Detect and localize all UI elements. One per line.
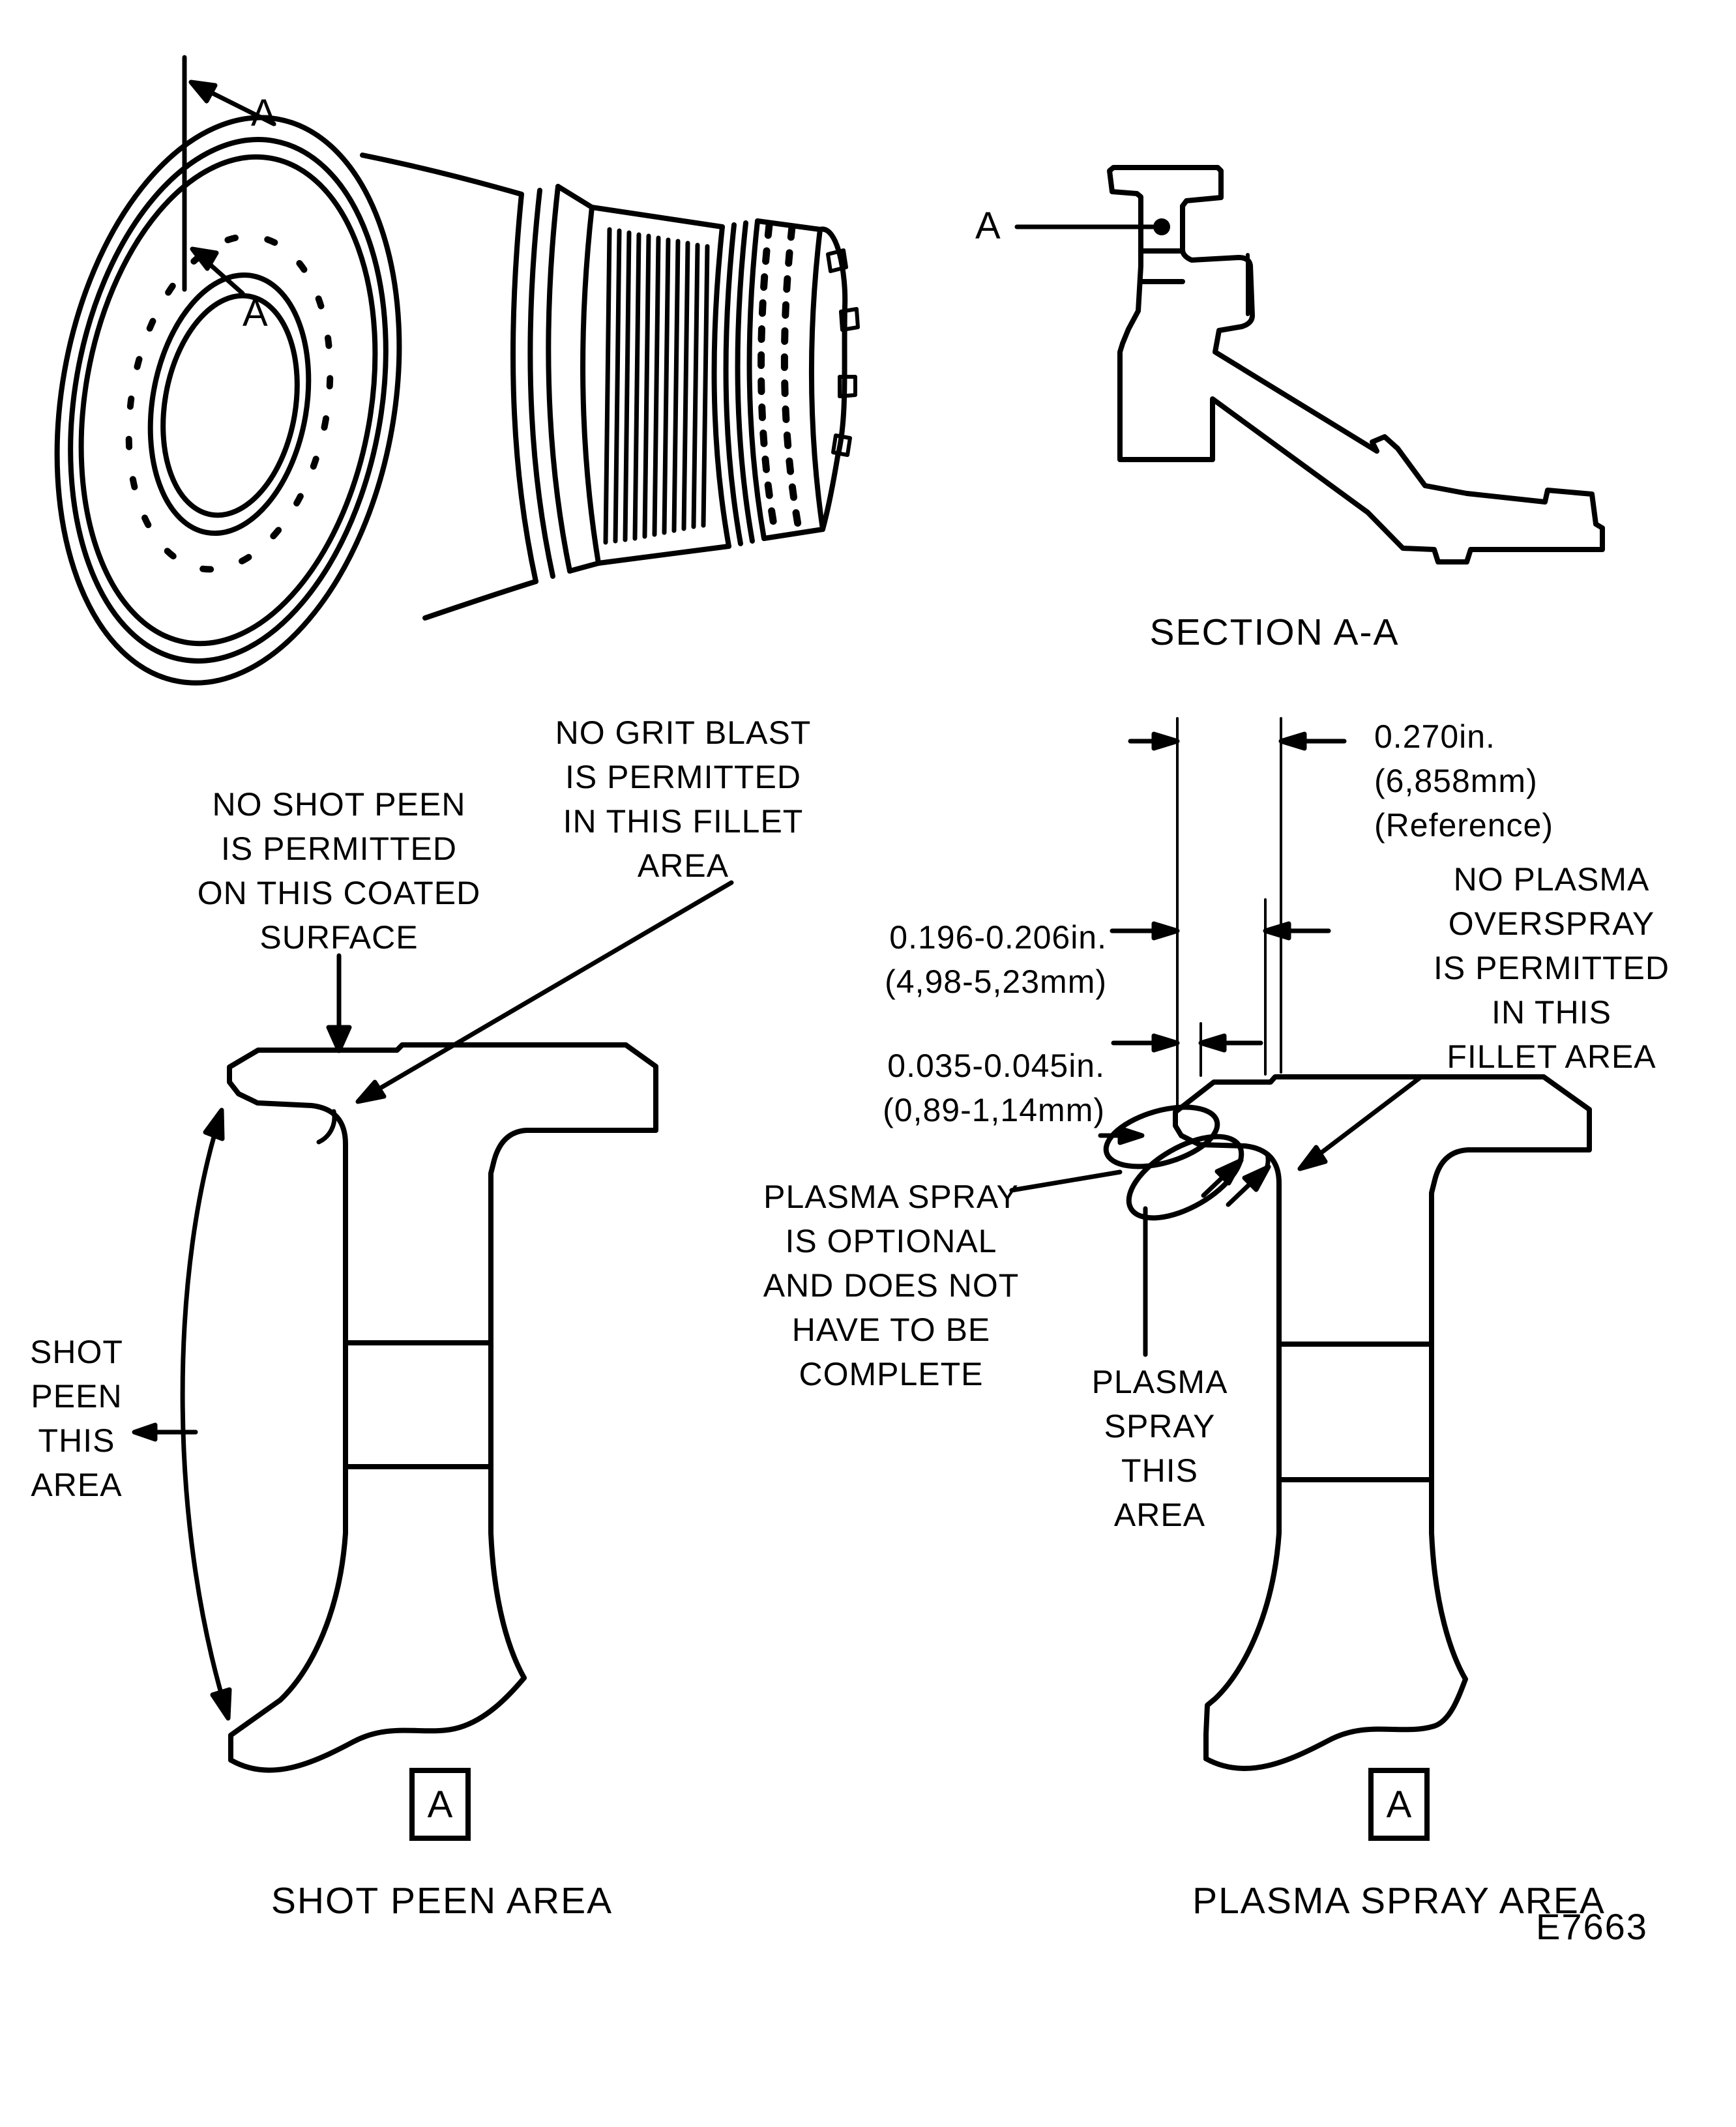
annotation-plasma-spray-this-area: PLASMA SPRAY THIS AREA	[1091, 1364, 1228, 1533]
dim-coating-text: 0.035-0.045in. (0,89-1,14mm)	[883, 1048, 1105, 1128]
spray-arrowhead-icon	[1117, 1126, 1145, 1145]
annotation-no-plasma-overspray: NO PLASMA OVERSPRAY IS PERMITTED IN THIS…	[1433, 861, 1670, 1075]
shot-peen-text-leader	[132, 1422, 198, 1442]
spline-section	[603, 227, 710, 545]
dimension-extension-lines	[1176, 717, 1282, 1109]
dim-overall-text: 0.270in. (6,858mm) (Reference)	[1374, 718, 1553, 843]
toothed-end	[755, 218, 860, 541]
groove-collars	[711, 218, 767, 549]
spray-arrowhead-icon	[1242, 1164, 1271, 1192]
spray-arrowhead-icon	[1214, 1158, 1244, 1186]
annotation-no-grit-blast: NO GRIT BLAST IS PERMITTED IN THIS FILLE…	[555, 714, 812, 884]
caption-plasma-spray-area: PLASMA SPRAY AREA	[1192, 1880, 1606, 1922]
break-line	[228, 1675, 527, 1773]
section-pointer-label: A	[975, 205, 1001, 247]
annotation-no-shot-peen: NO SHOT PEEN IS PERMITTED ON THIS COATED…	[197, 786, 481, 956]
dim-arrowhead-icon	[1151, 921, 1180, 941]
spray-direction-arrows	[1098, 1126, 1271, 1207]
no-grit-blast-arrow	[355, 880, 734, 1104]
datum-letter: A	[1386, 1783, 1412, 1826]
dim-arrowhead-icon	[1151, 731, 1180, 751]
plasma-spray-detail-drawing	[1009, 717, 1592, 1771]
section-arrowhead-bottom-icon	[190, 246, 219, 271]
dim-arrowhead-icon	[1263, 921, 1291, 941]
rim-cross-section	[227, 1042, 658, 1536]
annotation-shot-peen-this-area: SHOT PEEN THIS AREA	[30, 1334, 123, 1503]
caption-shot-peen-area: SHOT PEEN AREA	[271, 1880, 613, 1922]
pointer-dot-icon	[1153, 218, 1170, 235]
optional-text-leader	[1009, 1169, 1123, 1193]
arrowhead-diagonal-icon	[355, 1079, 387, 1104]
datum-symbol-shot-peen: A	[409, 1768, 471, 1841]
section-aa-drawing	[1014, 165, 1605, 565]
section-cut-line	[182, 55, 276, 296]
fillet-mark	[316, 1109, 337, 1145]
dim-arrowhead-icon	[1151, 1033, 1180, 1053]
shot-peen-extent-arc	[180, 1108, 232, 1721]
web-flare-right	[488, 1531, 527, 1680]
plasma-spray-blobs	[1103, 1104, 1244, 1221]
arc-arrowhead-top-icon	[203, 1108, 225, 1141]
no-shot-peen-arrow	[326, 953, 352, 1053]
dim-arrowhead-icon	[1198, 1033, 1227, 1053]
arrowhead-down-icon	[326, 1025, 352, 1053]
iso-section-label-top: A	[251, 92, 277, 134]
section-arrow-top	[201, 86, 276, 126]
bolt-hole-ring	[125, 233, 334, 573]
shaft-body	[360, 153, 731, 621]
dim-arrowhead-icon	[1278, 731, 1307, 751]
flange-disk	[54, 115, 402, 686]
dim-overall-arrows	[1128, 731, 1347, 751]
datum-letter: A	[427, 1783, 453, 1826]
iso-section-label-bottom: A	[243, 292, 269, 334]
section-profile	[1107, 165, 1605, 565]
break-line	[1203, 1677, 1468, 1771]
rim-cross-section	[1173, 1074, 1592, 1536]
web-flare-right	[1429, 1531, 1468, 1682]
arc-arrowhead-bottom-icon	[210, 1687, 232, 1721]
section-arrowhead-top-icon	[188, 80, 218, 104]
datum-symbol-plasma-spray: A	[1368, 1768, 1430, 1841]
web-flare-left	[228, 1531, 348, 1763]
leader-arrowhead-icon	[132, 1422, 158, 1442]
dim-base-arrows	[1110, 921, 1331, 941]
leader-arrowhead-icon	[1297, 1145, 1328, 1171]
section-caption: SECTION A-A	[1149, 611, 1400, 653]
isometric-shaft-drawing	[54, 55, 860, 686]
annotation-plasma-optional: PLASMA SPRAY IS OPTIONAL AND DOES NOT HA…	[763, 1179, 1020, 1392]
dim-coating-arrows	[1111, 1033, 1263, 1053]
dim-base-text: 0.196-0.206in. (4,98-5,23mm)	[885, 919, 1107, 1000]
no-overspray-leader	[1297, 1074, 1424, 1171]
figure-number: E7663	[1536, 1906, 1648, 1947]
shot-peen-detail-drawing	[132, 880, 734, 1773]
web-flare-left	[1203, 1531, 1282, 1761]
